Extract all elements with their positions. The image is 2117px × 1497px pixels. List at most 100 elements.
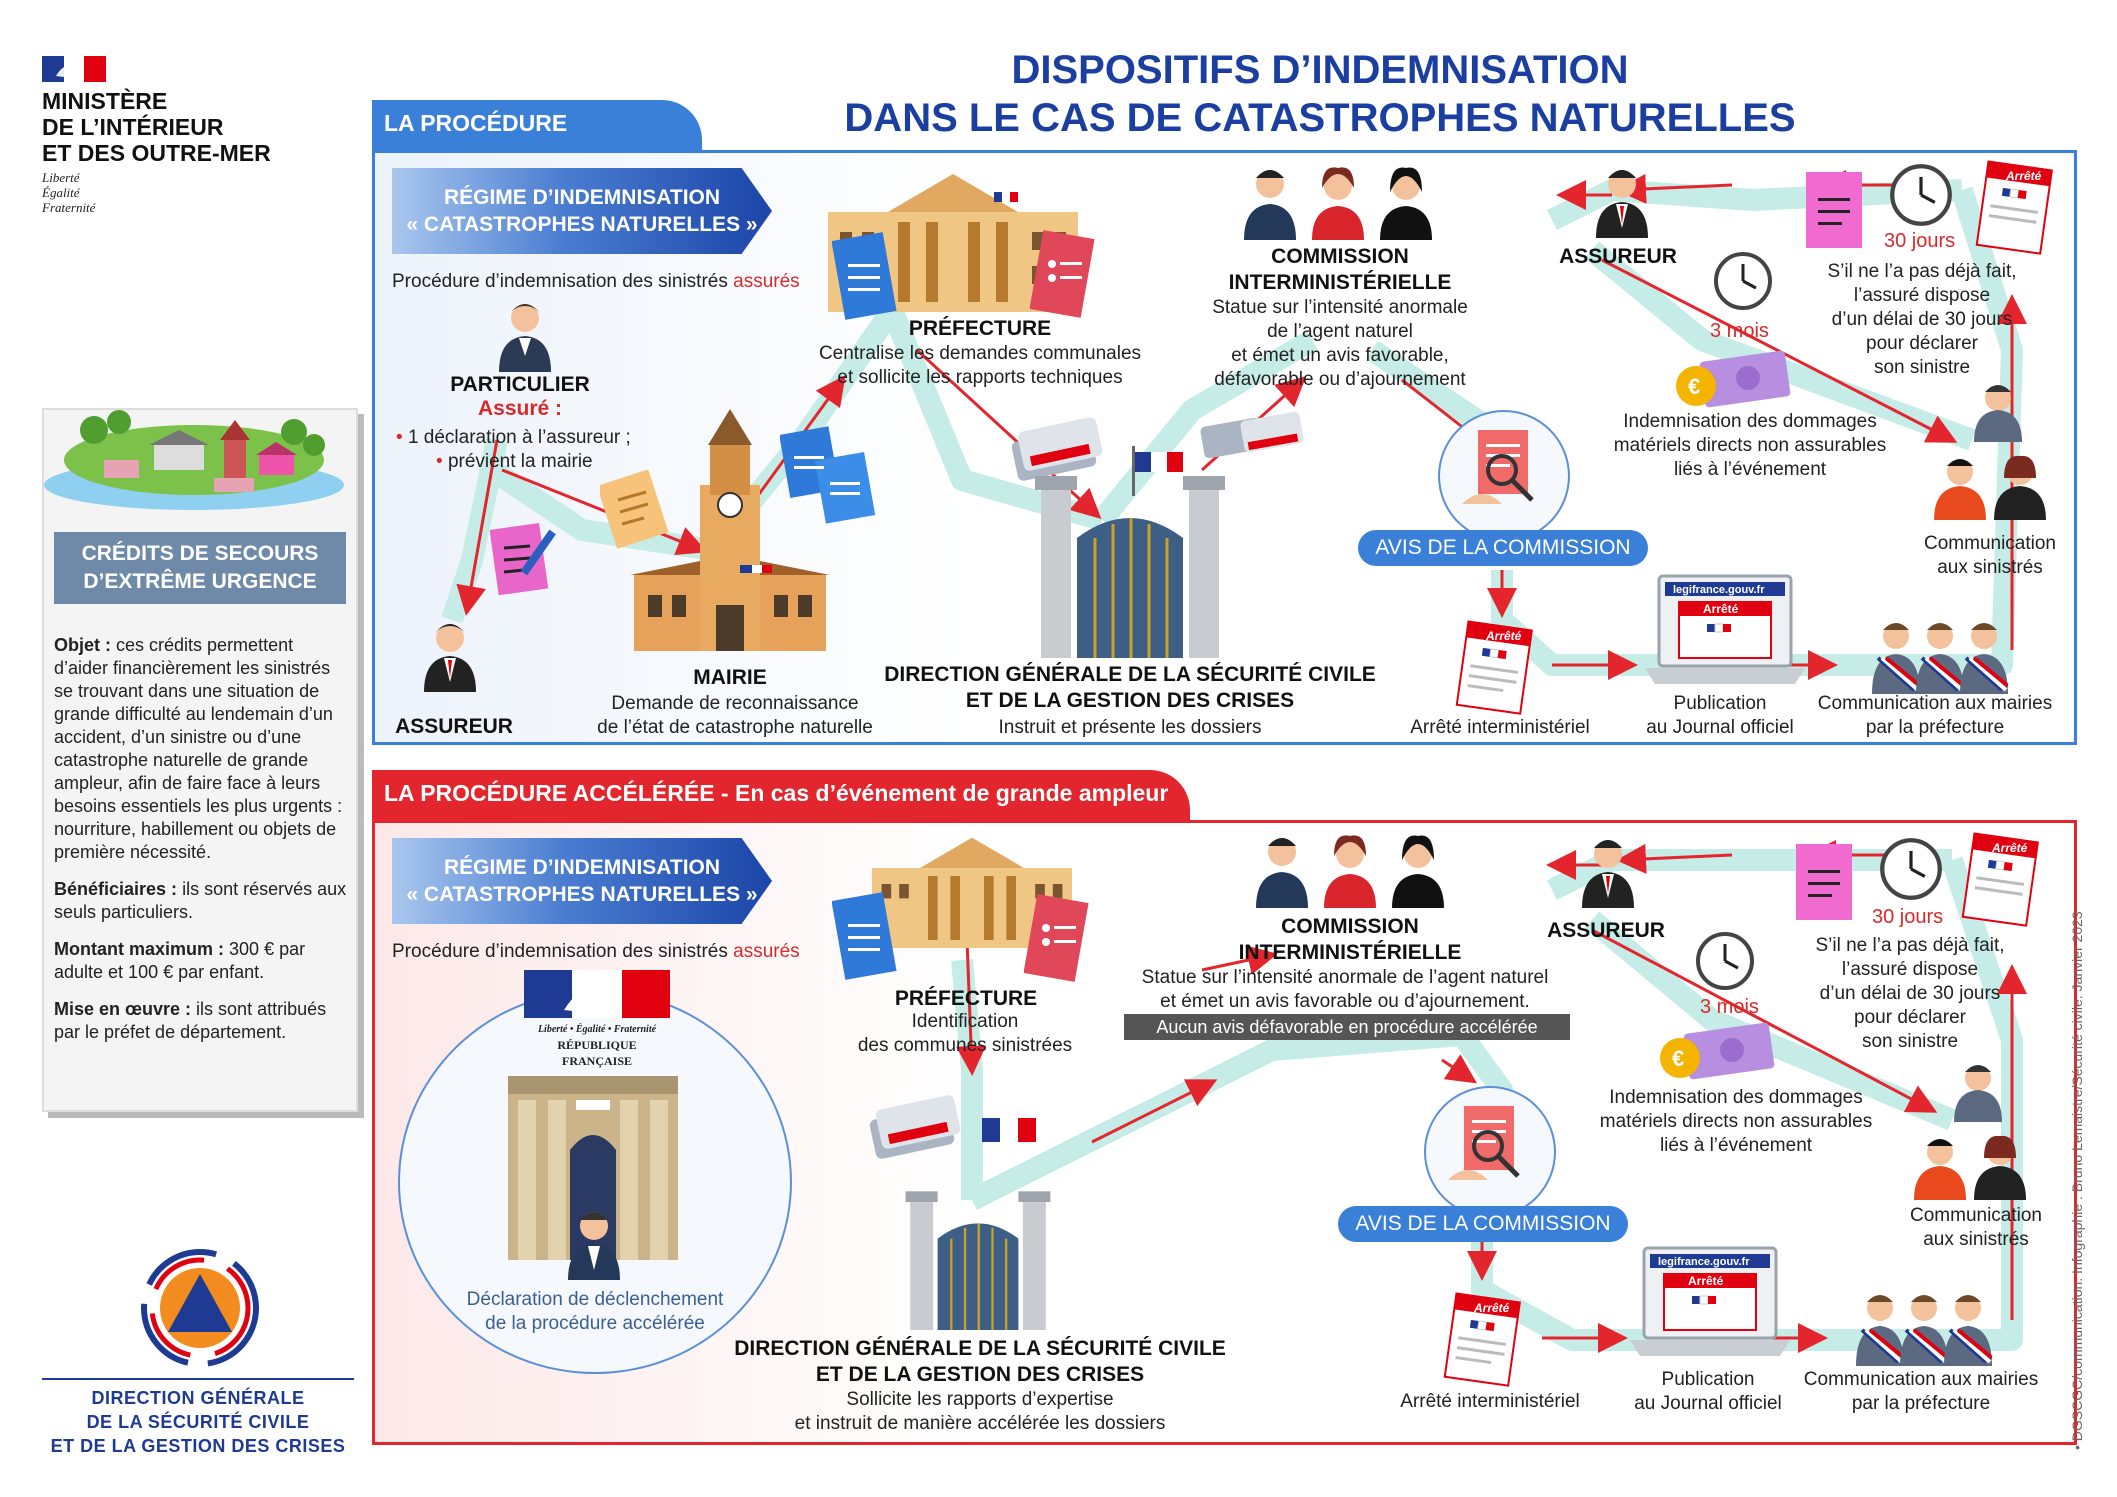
laptop-arrete-text: Arrêté <box>1703 602 1739 616</box>
trente-jours-label: 30 jours <box>1884 230 1956 252</box>
dgscgc-line: DE LA SÉCURITÉ CIVILE <box>86 1412 310 1432</box>
declaration-label: Déclaration de déclenchement de la procé… <box>430 1288 760 1336</box>
prefecture-desc-line: des communes sinistrées <box>857 1035 1073 1056</box>
commission-note-badge: Aucun avis défavorable en procédure accé… <box>1124 1014 1570 1040</box>
procedure-red-text: assurés <box>733 941 800 962</box>
commission-desc-line: Statue sur l’intensité anormale <box>1212 297 1468 318</box>
communication-sinistres-label: Communication aux sinistrés <box>1900 532 2080 580</box>
delai-line: l’assuré dispose <box>1841 959 1979 980</box>
commission-label-line: INTERMINISTÉRIELLE <box>1228 271 1452 294</box>
declaration-line: Déclaration de déclenchement <box>466 1289 724 1310</box>
delai-line: son sinistre <box>1873 357 1971 378</box>
french-flag-icon <box>982 1118 1036 1142</box>
montant-paragraph: Montant maximum : 300 € par adulte et 10… <box>54 938 350 984</box>
arrete-label: Arrêté interministériel <box>1410 717 1590 738</box>
securite-civile-logo-icon <box>141 1249 259 1367</box>
mairie-desc-line: de l’état de catastrophe naturelle <box>597 717 873 738</box>
tab-ordinary-procedure: LA PROCÉDURE ORDINAIRE <box>372 100 702 182</box>
tab-accelerated-procedure: LA PROCÉDURE ACCÉLÉRÉE - En cas d’événem… <box>372 770 1190 820</box>
arrete-doc-text: Arrêté <box>1485 629 1522 643</box>
communication-mairies-line: par la préfecture <box>1851 1393 1991 1414</box>
assureur-left-label: ASSUREUR <box>395 715 513 738</box>
beneficiaires-text: ils sont réservés aux seuls particuliers… <box>54 879 347 922</box>
indemnisation-line: matériels directs non assurables <box>1599 1111 1873 1132</box>
arrete-doc-text: Arrêté <box>2005 169 2042 183</box>
credits-banner-line: CRÉDITS DE SECOURS <box>81 542 319 565</box>
commission-desc-line: et émet un avis favorable, <box>1231 345 1449 366</box>
trois-mois-label: 3 mois <box>1710 320 1769 342</box>
laptop-arrete-text: Arrêté <box>1688 1274 1724 1288</box>
clock-icon <box>1714 252 1772 310</box>
declaration-line: de la procédure accélérée <box>485 1313 705 1334</box>
page-title: DISPOSITIFS D’INDEMNISATION DANS LE CAS … <box>770 46 1870 142</box>
elysee-building-icon <box>508 1076 678 1260</box>
money-icon: € <box>1660 1022 1775 1080</box>
mayors-icon <box>1856 1295 1992 1366</box>
arrete-document-icon: Arrêté <box>1455 620 1533 715</box>
delai-line: son sinistre <box>1861 1031 1959 1052</box>
dgscgc-building-icon <box>905 1191 1051 1330</box>
regime-line: RÉGIME D’INDEMNISATION <box>443 186 721 209</box>
ministry-logo: MINISTÈRE DE L’INTÉRIEUR ET DES OUTRE-ME… <box>42 56 342 216</box>
republique-label: RÉPUBLIQUE FRANÇAISE <box>557 1038 637 1068</box>
documents-icon <box>780 426 876 524</box>
commission-desc-line: Statue sur l’intensité anormale de l’age… <box>1141 967 1549 988</box>
person-icon <box>424 624 476 692</box>
communication-mairies-line: Communication aux mairies <box>1817 693 2053 714</box>
prefecture-desc-line: Identification <box>911 1011 1019 1032</box>
publication-label: Publication au Journal officiel <box>1620 692 1820 740</box>
accelerated-regime-banner: RÉGIME D’INDEMNISATION « CATASTROPHES NA… <box>392 838 772 924</box>
communication-sinistres-line: aux sinistrés <box>1923 1229 2029 1250</box>
delai-line: d’un délai de 30 jours <box>1819 983 2001 1004</box>
bullet-item: • prévient la mairie <box>436 451 593 472</box>
person-icon <box>1596 170 1648 238</box>
objet-text: ces crédits permettent d’aider financièr… <box>54 635 343 862</box>
communication-sinistres-line: Communication <box>1924 533 2056 554</box>
assureur-right-label: ASSUREUR <box>1559 245 1677 268</box>
mairie-description: Demande de reconnaissance de l’état de c… <box>570 692 900 740</box>
dgscgc-building-icon <box>1035 476 1225 658</box>
dgscgc-footer: DIRECTION GÉNÉRALE DE LA SÉCURITÉ CIVILE… <box>42 1378 354 1462</box>
commission-label: COMMISSION INTERMINISTÉRIELLE <box>1190 914 1510 966</box>
publication-line: au Journal officiel <box>1646 717 1794 738</box>
blue-document-icon <box>832 892 897 980</box>
communication-mairies-line: par la préfecture <box>1865 717 2005 738</box>
bullet-text: prévient la mairie <box>447 451 593 472</box>
marianne-icon <box>524 970 670 1018</box>
commission-desc-line: de l’agent naturel <box>1267 321 1413 342</box>
ordinary-regime-banner: RÉGIME D’INDEMNISATION « CATASTROPHES NA… <box>392 168 772 254</box>
marianne-flag-icon <box>42 56 106 82</box>
beneficiaires-label: Bénéficiaires : <box>54 879 178 899</box>
indemnisation-text: Indemnisation des dommages matériels dir… <box>1586 1086 1886 1158</box>
publication-label: Publication au Journal officiel <box>1608 1368 1808 1416</box>
mairie-label: MAIRIE <box>693 666 767 689</box>
blue-document-icon <box>832 232 897 320</box>
indemnisation-line: Indemnisation des dommages <box>1609 1087 1863 1108</box>
publication-line: au Journal officiel <box>1634 1393 1782 1414</box>
flooded-village-icon <box>44 410 344 510</box>
clock-icon <box>1696 932 1754 990</box>
dgscgc-label-line: DIRECTION GÉNÉRALE DE LA SÉCURITÉ CIVILE <box>734 1337 1226 1360</box>
prefecture-description: Identification des communes sinistrées <box>820 1010 1110 1058</box>
person-icon <box>568 1212 620 1280</box>
communication-sinistres-line: Communication <box>1910 1205 2042 1226</box>
ministry-name-line: MINISTÈRE <box>42 88 168 114</box>
french-flag-icon <box>1132 446 1183 496</box>
delai-line: S’il ne l’a pas déjà fait, <box>1827 261 2017 282</box>
signing-icon <box>1448 1106 1520 1180</box>
dgscgc-line: ET DE LA GESTION DES CRISES <box>50 1436 346 1456</box>
arrete-doc-text: Arrêté <box>1991 841 2028 855</box>
communication-mairies-line: Communication aux mairies <box>1803 1369 2039 1390</box>
form-icon <box>1806 172 1862 248</box>
avis-commission-badge: AVIS DE LA COMMISSION <box>1358 530 1648 566</box>
sinistres-people-icon <box>1914 1065 2026 1200</box>
delai-line: pour déclarer <box>1854 1007 1966 1028</box>
credits-banner-line: D’EXTRÊME URGENCE <box>83 570 317 593</box>
regime-line: « CATASTROPHES NATURELLES » <box>406 883 758 906</box>
dgscgc-label-line: DIRECTION GÉNÉRALE DE LA SÉCURITÉ CIVILE <box>884 663 1376 686</box>
mairie-building-icon <box>630 409 830 651</box>
document-icon <box>600 470 669 549</box>
objet-paragraph: Objet : ces crédits permettent d’aider f… <box>54 634 350 864</box>
communication-mairies-label: Communication aux mairies par la préfect… <box>1786 1368 2056 1416</box>
